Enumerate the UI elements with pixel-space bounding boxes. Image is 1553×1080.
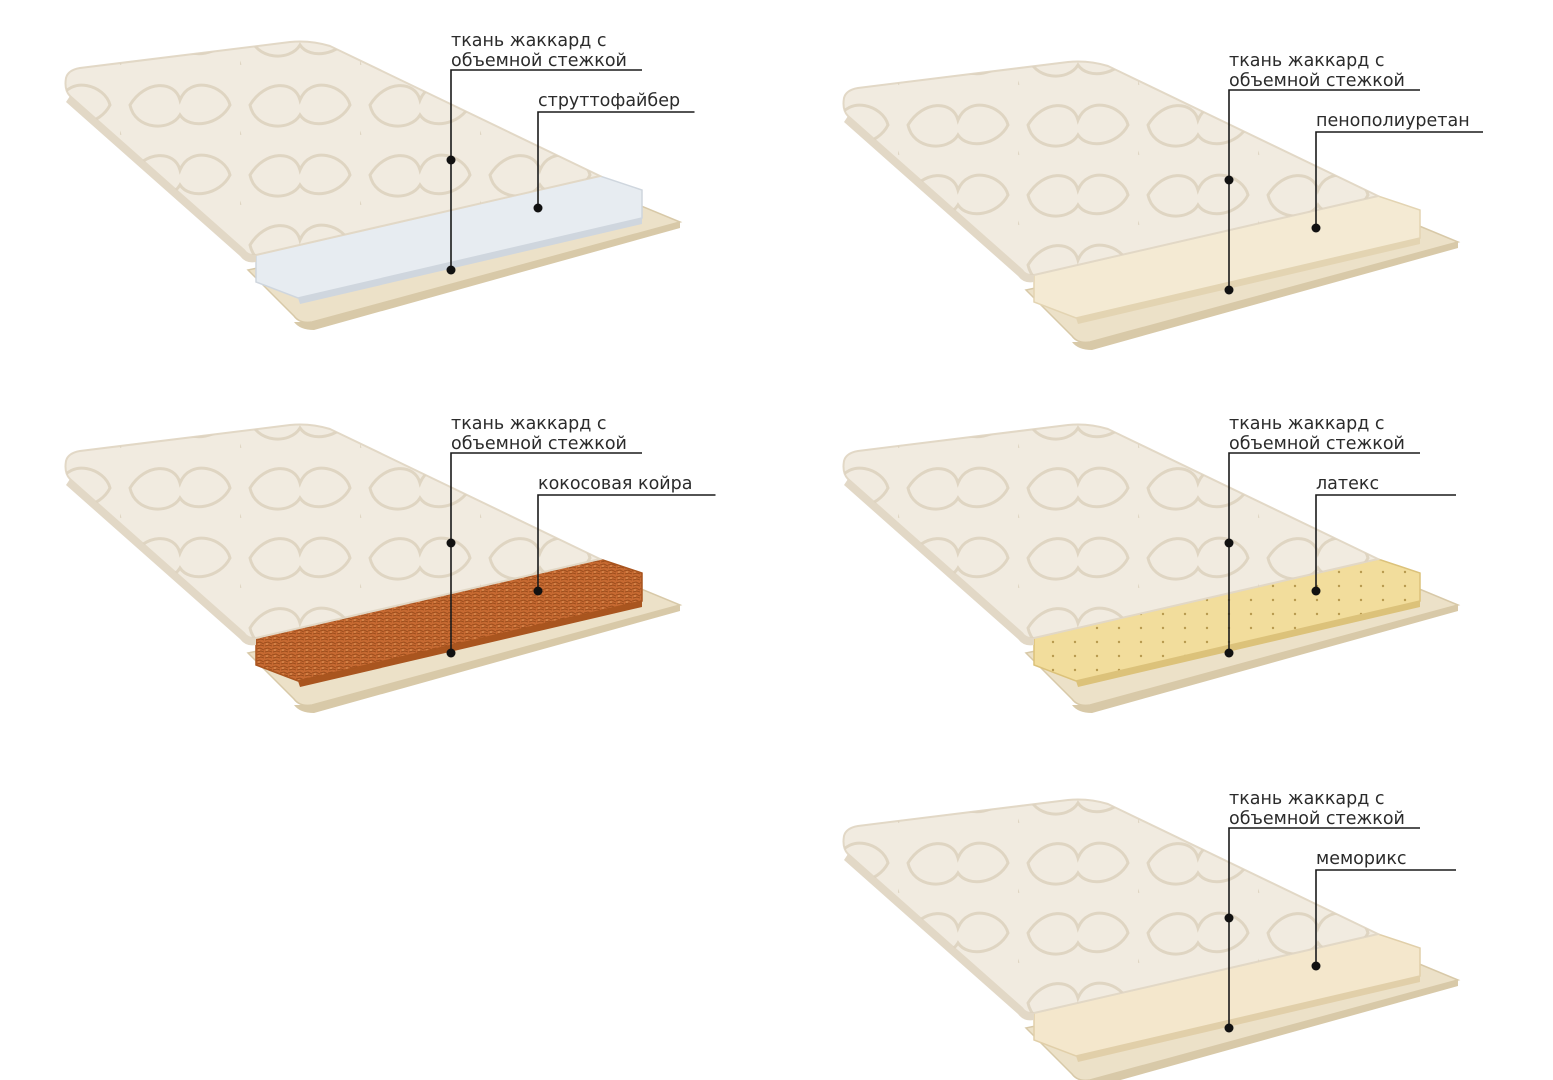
quilt-pattern <box>843 61 1378 276</box>
leader-line-fabric <box>1228 827 1420 1028</box>
label-core: меморикс <box>1316 849 1407 869</box>
marker-dot-top-fabric <box>1224 913 1234 923</box>
top-fabric-edge <box>844 479 1034 646</box>
marker-dot-top-fabric <box>1224 175 1234 185</box>
marker-dot-core <box>1311 223 1321 233</box>
label-fabric-line2: объемной стежкой <box>1229 809 1405 829</box>
label-core: латекс <box>1316 474 1379 494</box>
marker-dot-bottom-fabric <box>446 648 456 658</box>
label-fabric-line1: ткань жаккард с <box>451 414 607 434</box>
marker-dot-core <box>533 586 543 596</box>
leader-line-fabric <box>1228 89 1420 290</box>
leader-line-fabric <box>450 452 642 653</box>
leader-line-core <box>1315 869 1456 966</box>
top-fabric-edge <box>66 96 256 263</box>
marker-dot-top-fabric <box>446 538 456 548</box>
label-fabric-line2: объемной стежкой <box>451 434 627 454</box>
label-core: струттофайбер <box>538 91 680 111</box>
label-fabric-line1: ткань жаккард с <box>1229 789 1385 809</box>
top-fabric-edge <box>66 479 256 646</box>
marker-dot-bottom-fabric <box>446 265 456 275</box>
bottom-fabric-edge <box>1072 605 1458 713</box>
marker-dot-top-fabric <box>1224 538 1234 548</box>
leader-line-core <box>537 494 716 591</box>
label-fabric-line1: ткань жаккард с <box>1229 414 1385 434</box>
marker-dot-bottom-fabric <box>1224 648 1234 658</box>
marker-dot-bottom-fabric <box>1224 1023 1234 1033</box>
quilt-pattern <box>843 799 1378 1014</box>
label-core: кокосовая койра <box>538 474 693 494</box>
label-fabric-line1: ткань жаккард с <box>451 31 607 51</box>
quilt-pattern <box>843 424 1378 639</box>
core-layer-edge <box>298 218 642 304</box>
marker-dot-core <box>1311 586 1321 596</box>
core-layer-edge <box>298 601 642 687</box>
leader-line-core <box>1315 494 1456 591</box>
quilt-pattern <box>65 424 600 639</box>
label-fabric-line2: объемной стежкой <box>451 51 627 71</box>
bottom-fabric-edge <box>294 222 680 330</box>
leader-line-core <box>537 111 695 208</box>
core-layer-edge <box>1076 976 1420 1062</box>
quilt-pattern <box>65 41 600 256</box>
marker-dot-core <box>533 203 543 213</box>
leader-line-core <box>1315 131 1483 228</box>
marker-dot-core <box>1311 961 1321 971</box>
top-fabric-edge <box>844 116 1034 283</box>
label-fabric-line2: объемной стежкой <box>1229 434 1405 454</box>
bottom-fabric-edge <box>1072 242 1458 350</box>
core-layer-edge <box>1076 238 1420 324</box>
label-fabric-line1: ткань жаккард с <box>1229 51 1385 71</box>
bottom-fabric-edge <box>294 605 680 713</box>
leader-line-fabric <box>450 69 642 270</box>
label-core: пенополиуретан <box>1316 111 1470 131</box>
core-layer-edge <box>1076 601 1420 687</box>
label-fabric-line2: объемной стежкой <box>1229 71 1405 91</box>
leader-line-fabric <box>1228 452 1420 653</box>
marker-dot-bottom-fabric <box>1224 285 1234 295</box>
top-fabric-edge <box>844 854 1034 1021</box>
marker-dot-top-fabric <box>446 155 456 165</box>
